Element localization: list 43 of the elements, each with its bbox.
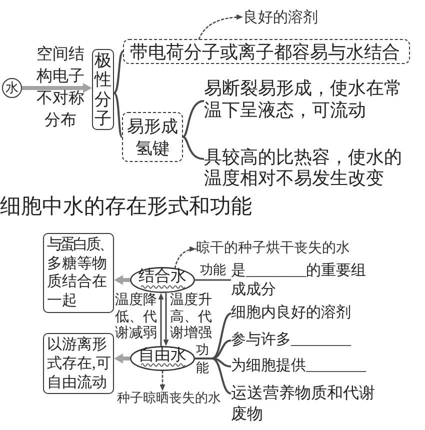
fill-in-line: ________ — [246, 263, 306, 279]
fill-in-line: ________ — [291, 332, 351, 348]
brace-line — [182, 100, 204, 138]
heading: 细胞中水的存在形式和功能 — [0, 194, 252, 218]
ellipse-node — [130, 267, 195, 293]
text: 易断裂易形成，使水在常温下呈液态，可流动 — [204, 77, 412, 121]
brace-line — [113, 50, 124, 94]
brace-line — [113, 92, 123, 138]
text: 是________的重要组成成分 — [231, 262, 373, 300]
text: 为细胞提供________ — [231, 357, 366, 376]
connector-line — [195, 279, 231, 281]
arrow — [114, 354, 130, 363]
edge-label: 温度升高、代谢增强 — [170, 293, 213, 342]
text: 细胞内良好的溶剂 — [231, 304, 351, 323]
edge-label: 功能 — [196, 341, 210, 377]
rounded-box: 与蛋白质、多糖等物质结合在一起 — [43, 233, 114, 313]
edge-label: 空间结构电子不对称分布 — [36, 44, 85, 131]
dotted-arrow — [198, 14, 244, 40]
dashed-box: 易形成氢键 — [122, 112, 183, 162]
arrow — [163, 292, 169, 346]
text: 参与许多________ — [231, 331, 351, 350]
handwritten-note: 种子晾晒丧失的水 — [117, 391, 221, 407]
dashed-box: 带电荷分子或离子都容易与水结合 — [123, 39, 410, 64]
arrow — [114, 276, 130, 284]
circle-node: 水 — [2, 78, 22, 98]
dotted-arrow — [174, 246, 197, 269]
text: 运送营养物质和代谢废物 — [231, 383, 379, 425]
arrow — [158, 294, 164, 346]
edge-label: 温度降低、代谢减弱 — [115, 293, 158, 342]
ellipse-node — [130, 346, 195, 371]
fill-in-line: ________ — [306, 358, 366, 374]
dotted-arrow — [160, 370, 166, 390]
brace-line — [182, 136, 204, 160]
node-label: 结合水 — [138, 267, 188, 287]
text: 具较高的比热容，使水的温度相对不易发生改变 — [204, 147, 412, 189]
branch-line — [195, 358, 232, 394]
edge-label: 功能 — [200, 262, 226, 278]
rounded-box: 以游离形式存在,可自由流动 — [43, 333, 114, 394]
rounded-box: 极性分子 — [92, 49, 114, 130]
handwritten-note: 良好的溶剂 — [243, 8, 318, 26]
handwritten-note: 晾干的种子烘干丧失的水 — [196, 240, 350, 257]
node-label: 自由水 — [138, 346, 188, 365]
arrow — [22, 84, 92, 92]
